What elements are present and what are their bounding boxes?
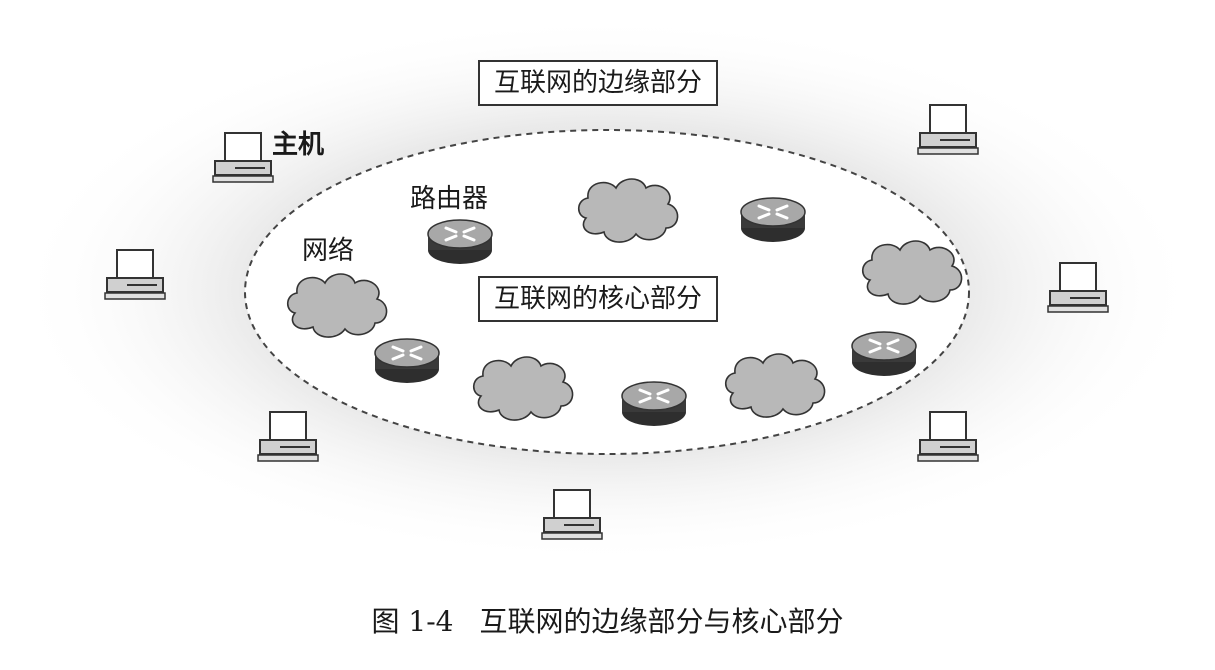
edge-part-label: 互联网的边缘部分: [478, 60, 719, 106]
router-icon: [373, 337, 441, 385]
cloud-icon: [861, 240, 963, 305]
cloud-icon: [286, 273, 388, 338]
router-icon: [426, 218, 494, 266]
cloud-icon: [472, 356, 574, 421]
figure-title: 互联网的边缘部分与核心部分: [479, 605, 844, 638]
router-icon: [850, 330, 918, 378]
figure-caption: 图 1-4 互联网的边缘部分与核心部分: [0, 608, 1215, 636]
network-label: 网络: [302, 236, 355, 266]
cloud-icon: [577, 178, 679, 243]
figure-number: 图 1-4: [371, 605, 454, 638]
router-icon: [739, 196, 807, 244]
cloud-icon: [724, 353, 826, 418]
host-label: 主机: [272, 130, 325, 160]
core-part-label: 互联网的核心部分: [478, 276, 719, 322]
router-label: 路由器: [410, 184, 489, 214]
router-icon: [620, 380, 688, 428]
